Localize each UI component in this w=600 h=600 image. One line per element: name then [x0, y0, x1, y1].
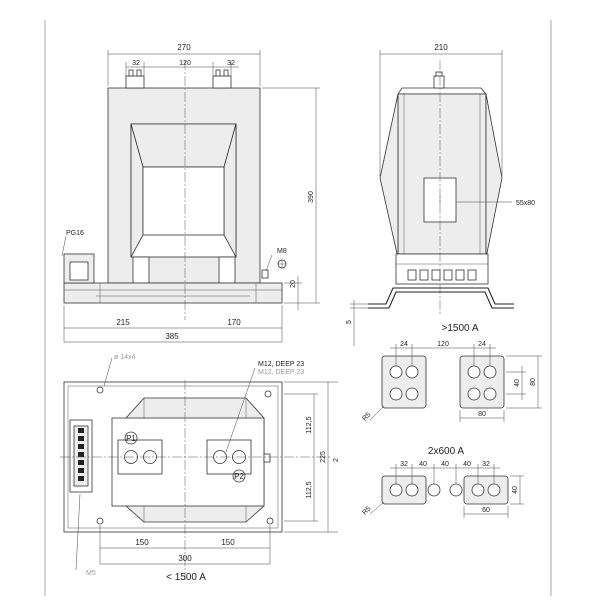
dim-plan-side-note: 2	[333, 458, 340, 462]
dim-detail2-height: 40	[512, 486, 519, 494]
title-2x600: 2x600 A	[428, 446, 464, 457]
dim-plan-half-2: 112,5	[306, 481, 313, 498]
dim-front-terminal-spacing: 120	[179, 60, 191, 67]
dim-detail1-40: 40	[514, 379, 521, 387]
plan-view: P1 P2 ø 14x4 M12, DEEP 23 M12, DEEP	[60, 354, 340, 583]
detail2-hole-mid-2	[449, 483, 463, 497]
plan-mount-hole-tl	[96, 386, 104, 394]
plan-mount-hole-tr	[264, 390, 272, 398]
dim-front-left: 215	[116, 318, 130, 327]
label-terminal-thread-faint: M12, DEEP 23	[258, 369, 304, 376]
dim-side-foot: 5	[346, 320, 353, 324]
dim-detail2-40-1: 40	[419, 461, 427, 468]
dim-side-width: 210	[434, 43, 448, 52]
dim-detail2-radius: R5	[361, 505, 372, 516]
side-top-shoulder	[397, 87, 487, 95]
dim-plan-hole-total: 300	[178, 554, 192, 563]
front-foot-left	[132, 256, 150, 284]
side-bracket	[368, 287, 514, 305]
detail2-plate-right	[463, 475, 509, 505]
dim-front-terminal-left: 32	[132, 60, 140, 67]
front-terminal-1	[125, 75, 145, 89]
label-m5: M5	[86, 570, 96, 577]
dim-plan-half-1: 112,5	[306, 416, 313, 433]
detail1-plate-left	[381, 355, 427, 409]
detail2-hole-mid-1	[427, 483, 441, 497]
dim-detail1-radius: R5	[361, 411, 372, 422]
dim-front-base-length: 385	[165, 332, 179, 341]
dim-detail1-24-right: 24	[478, 341, 486, 348]
dim-detail1-80-side: 80	[530, 378, 537, 386]
front-base-plate	[63, 282, 283, 304]
dim-detail2-40-2: 40	[441, 461, 449, 468]
dim-detail1-24-left: 24	[400, 341, 408, 348]
plan-terminal-screws	[78, 428, 84, 481]
front-foot-right	[218, 256, 236, 284]
dim-detail2-32-right: 32	[482, 461, 490, 468]
plan-mount-hole-br	[266, 517, 274, 525]
detail-2x600: 2x600 A 32 40 40 40 32 40 60	[361, 446, 524, 518]
detail2-plate-left	[381, 475, 427, 505]
dim-front-width: 270	[177, 43, 191, 52]
side-terminal	[433, 75, 445, 89]
label-pg16: PG16	[66, 230, 84, 237]
dim-detail1-spacing: 120	[437, 341, 449, 348]
plan-mount-hole-bl	[96, 517, 104, 525]
dim-detail2-60: 60	[482, 507, 490, 514]
front-terminal-2	[212, 75, 232, 89]
label-window-size: 55x80	[516, 200, 535, 207]
front-window-taper	[130, 123, 237, 168]
label-p1: P1	[126, 434, 136, 443]
earth-bolt	[261, 269, 269, 279]
dim-detail2-40-3: 40	[463, 461, 471, 468]
dim-front-base-height: 20	[290, 280, 297, 288]
detail1-plate-right	[459, 355, 505, 409]
front-view: 270 32 120 32 390 20 215 170 385 PG16 M8	[61, 43, 320, 343]
dim-plan-hole-left: 150	[135, 538, 149, 547]
label-m8: M8	[277, 248, 287, 255]
dim-front-height: 390	[308, 191, 315, 203]
label-terminal-thread: M12, DEEP 23	[258, 361, 304, 368]
dim-detail1-80-bottom: 80	[478, 411, 486, 418]
detail-over-1500: >1500 A 24 120 24 40 80 80	[361, 323, 542, 423]
label-mount-holes: ø 14x4	[114, 354, 136, 361]
title-under-1500: < 1500 A	[166, 572, 206, 583]
dim-front-right: 170	[227, 318, 241, 327]
side-view: 210 55x80 5	[346, 43, 535, 346]
dim-front-terminal-right: 32	[227, 60, 235, 67]
dim-plan-total: 225	[320, 451, 327, 463]
title-over-1500: >1500 A	[442, 323, 479, 334]
label-p2: P2	[234, 472, 244, 481]
dim-plan-hole-right: 150	[221, 538, 235, 547]
dim-detail2-32-left: 32	[400, 461, 408, 468]
front-window-inner	[142, 166, 225, 236]
side-body	[397, 93, 487, 255]
